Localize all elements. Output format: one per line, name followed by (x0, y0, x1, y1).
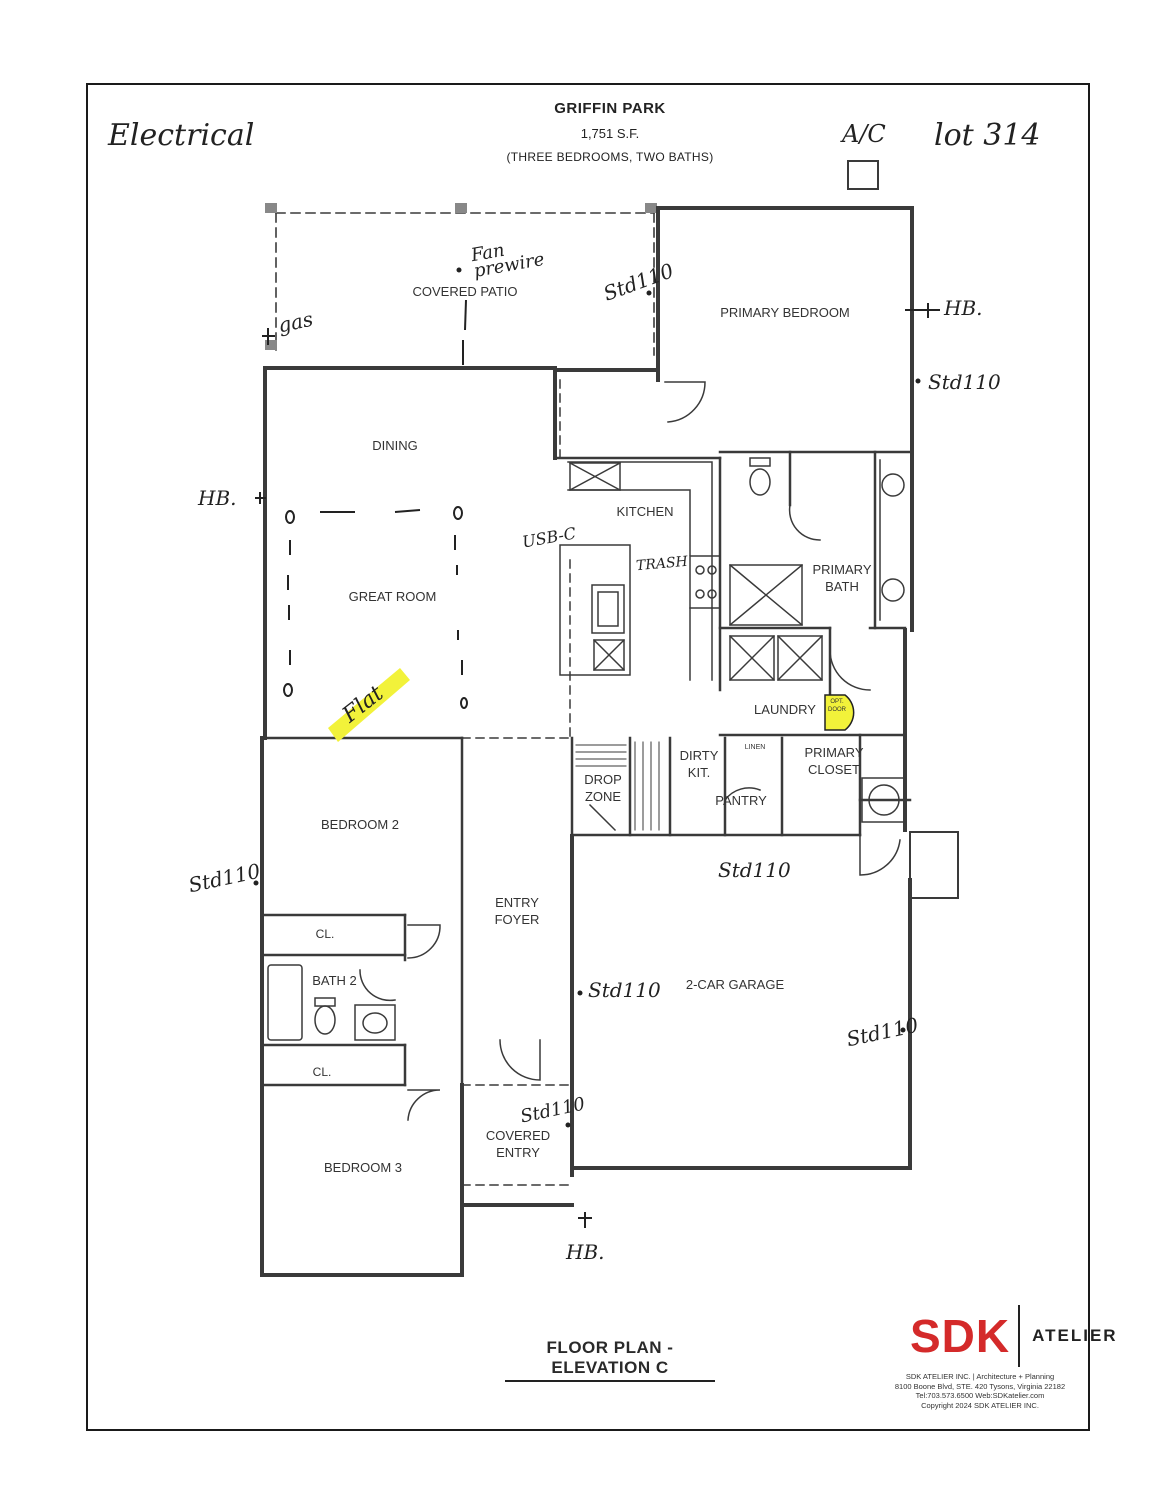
annotation-hb-south: HB. (566, 1240, 605, 1264)
annotation-std110-garage-left: Std110 (588, 978, 661, 1002)
room-primary-bath: PRIMARY BATH (812, 562, 872, 594)
kitchen-counters (567, 461, 721, 681)
plan-square-feet: 1,751 S.F. (580, 126, 640, 141)
label-closet-upper: CL. (315, 927, 335, 941)
ac-pad (847, 160, 879, 190)
plan-subtitle: (THREE BEDROOMS, TWO BATHS) (506, 150, 714, 164)
opening-lines (461, 379, 573, 1186)
opt-door-highlight (824, 694, 855, 731)
label-opt-door: OPT. DOOR (828, 699, 846, 713)
range (689, 555, 721, 609)
credit-line: SDK ATELIER INC. | Architecture + Planni… (905, 1372, 1055, 1381)
patio-post (645, 203, 657, 213)
interior-walls (260, 450, 914, 1087)
room-pantry: PANTRY (715, 793, 767, 808)
patio-post (265, 340, 277, 350)
room-garage: 2-CAR GARAGE (685, 977, 785, 992)
logo-sdk-text: SDK (910, 1310, 1011, 1362)
room-covered-patio: COVERED PATIO (412, 284, 518, 299)
sdk-logo: SDK ATELIER (910, 1305, 1118, 1367)
room-drop-zone: DROP ZONE (584, 772, 622, 804)
footer-title: FLOOR PLAN - ELEVATION C (505, 1338, 715, 1382)
page-frame (86, 83, 1090, 1431)
primary-bath-fixtures (728, 457, 905, 627)
logo-atelier-text: ATELIER (1032, 1326, 1118, 1345)
handwritten-lighting (255, 299, 940, 1228)
label-closet-lower: CL. (312, 1065, 332, 1079)
annotation-hb-east: HB. (944, 296, 983, 320)
bath2-fixtures (267, 964, 396, 1041)
annotation-electrical: Electrical (108, 118, 255, 153)
doors (359, 381, 901, 1121)
credits-block: SDK ATELIER INC. | Architecture + Planni… (880, 1372, 1080, 1410)
laundry-machines (728, 634, 824, 682)
credit-line: Tel:703.573.6500 Web:SDKatelier.com (915, 1391, 1045, 1400)
annotation-ac: A/C (842, 120, 886, 148)
exterior-walls (260, 206, 914, 1277)
patio-post (265, 203, 277, 213)
room-dirty-kitchen: DIRTY KIT. (679, 748, 719, 780)
room-primary-closet: PRIMARY CLOSET (804, 745, 864, 777)
water-heater (861, 777, 907, 823)
credit-line: 8100 Boone Blvd, STE. 420 Tysons, Virgin… (894, 1381, 1066, 1391)
room-laundry: LAUNDRY (754, 702, 816, 717)
flat-highlight (328, 668, 410, 742)
room-primary-bedroom: PRIMARY BEDROOM (720, 305, 850, 320)
room-bedroom3: BEDROOM 3 (323, 1160, 402, 1175)
room-great-room: GREAT ROOM (348, 589, 437, 604)
room-entry-foyer: ENTRY FOYER (494, 895, 540, 927)
label-linen: LINEN (744, 744, 766, 751)
annotation-lot: lot 314 (934, 118, 1041, 153)
kitchen-island (559, 544, 631, 676)
annotation-std110-garage-top: Std110 (718, 858, 791, 882)
logo-divider (1018, 1305, 1021, 1367)
room-kitchen: KITCHEN (616, 504, 674, 519)
plan-title: GRIFFIN PARK (554, 100, 666, 117)
annotation-std110-primary: Std110 (928, 370, 1001, 394)
annotation-hb-west: HB. (198, 486, 237, 510)
drop-zone-shelves (575, 741, 660, 831)
room-dining: DINING (372, 438, 418, 453)
outlet-dots (253, 267, 921, 1128)
room-bedroom2: BEDROOM 2 (320, 817, 399, 832)
room-covered-entry: COVERED ENTRY (485, 1128, 551, 1160)
patio-post (455, 203, 467, 213)
room-bath2: BATH 2 (312, 973, 357, 988)
credit-line: Copyright 2024 SDK ATELIER INC. (921, 1400, 1039, 1410)
